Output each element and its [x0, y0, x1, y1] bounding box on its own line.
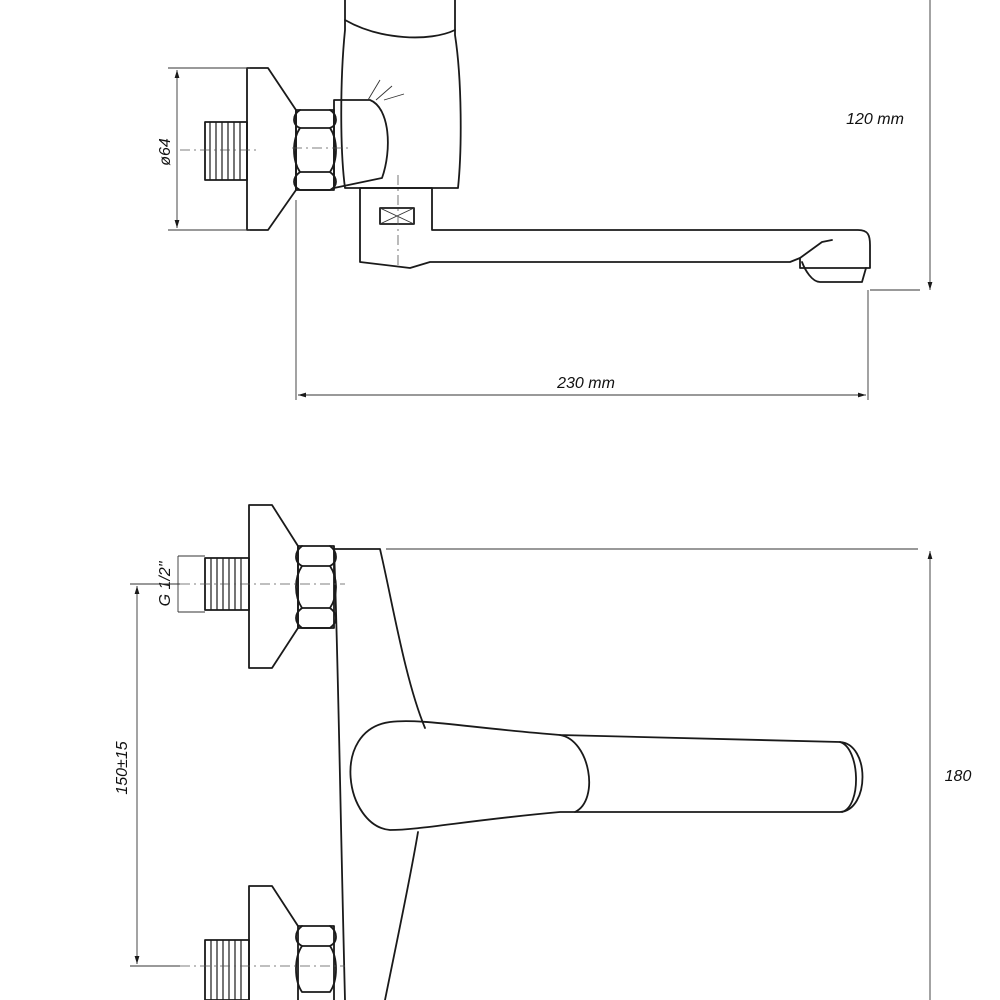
spout-length-label: 230 mm — [556, 375, 615, 392]
height-dimension-top: 120 mm — [846, 0, 933, 291]
mixer-body-side — [333, 0, 462, 189]
front-view: G 1/2" 150±15 180 — [114, 504, 972, 1000]
inlet-lower — [204, 885, 337, 1000]
center-distance-label: 150±15 — [114, 741, 131, 794]
thread-label: G 1/2" — [157, 560, 174, 606]
wall-flange-top — [246, 67, 297, 231]
diameter-dimension: ø64 — [157, 67, 250, 231]
hex-nut-top — [293, 109, 337, 191]
diameter-label: ø64 — [157, 138, 174, 166]
spout-length-dimension: 230 mm — [295, 200, 869, 400]
thread-dimension: G 1/2" — [157, 555, 205, 613]
mixer-body-front — [333, 548, 426, 1000]
height-label-top: 120 mm — [846, 111, 904, 128]
lever-front — [349, 720, 864, 831]
center-distance-dimension: 150±15 — [114, 583, 180, 967]
inlet-upper — [204, 504, 337, 669]
spout-side — [359, 187, 871, 283]
overall-height-label: 180 — [945, 768, 972, 785]
side-view: ø64 120 mm 230 mm — [157, 0, 933, 400]
inlet-thread-top — [204, 121, 248, 181]
overall-height-dimension: 180 — [386, 548, 972, 1000]
